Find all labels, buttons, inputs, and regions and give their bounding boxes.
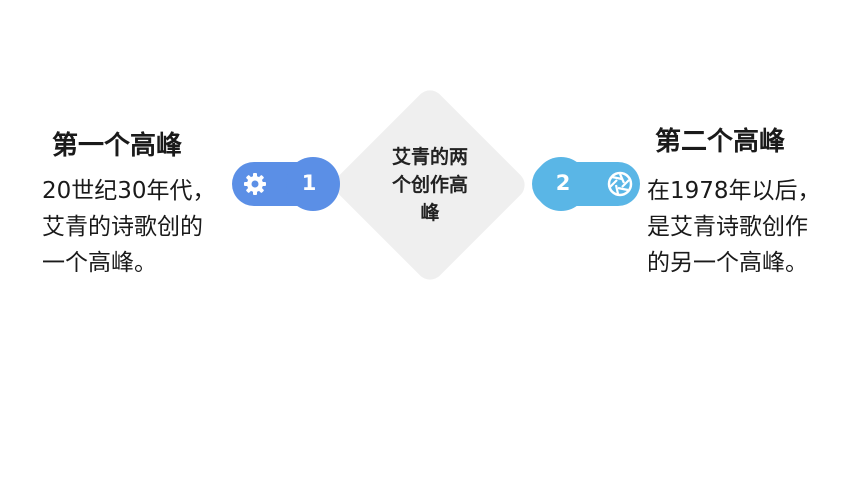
center-title: 艾青的两 个创作高 峰 xyxy=(370,143,490,227)
step-1-number: 1 xyxy=(301,171,317,195)
center-title-line: 艾青的两 xyxy=(391,146,468,168)
desc-line: 是艾青诗歌创作 xyxy=(647,214,808,240)
step-2-number: 2 xyxy=(555,171,571,195)
desc-line: 的另一个高峰。 xyxy=(647,250,808,276)
desc-line: 在1978年以后， xyxy=(647,178,821,204)
desc-line: 20世纪30年代， xyxy=(42,178,216,204)
desc-first-peak: 20世纪30年代， 艾青的诗歌创的 一个高峰。 xyxy=(42,173,216,281)
aperture-icon xyxy=(607,171,633,197)
center-title-line: 峰 xyxy=(420,202,440,224)
desc-line: 艾青的诗歌创的 xyxy=(42,214,203,240)
heading-first-peak: 第一个高峰 xyxy=(52,131,183,161)
center-title-line: 个创作高 xyxy=(391,174,468,196)
heading-second-peak: 第二个高峰 xyxy=(655,127,786,157)
desc-line: 一个高峰。 xyxy=(42,250,157,276)
gear-icon xyxy=(242,171,268,197)
step-2-pill-cap xyxy=(534,157,588,211)
desc-second-peak: 在1978年以后， 是艾青诗歌创作 的另一个高峰。 xyxy=(647,173,821,281)
step-1-pill-cap xyxy=(286,157,340,211)
